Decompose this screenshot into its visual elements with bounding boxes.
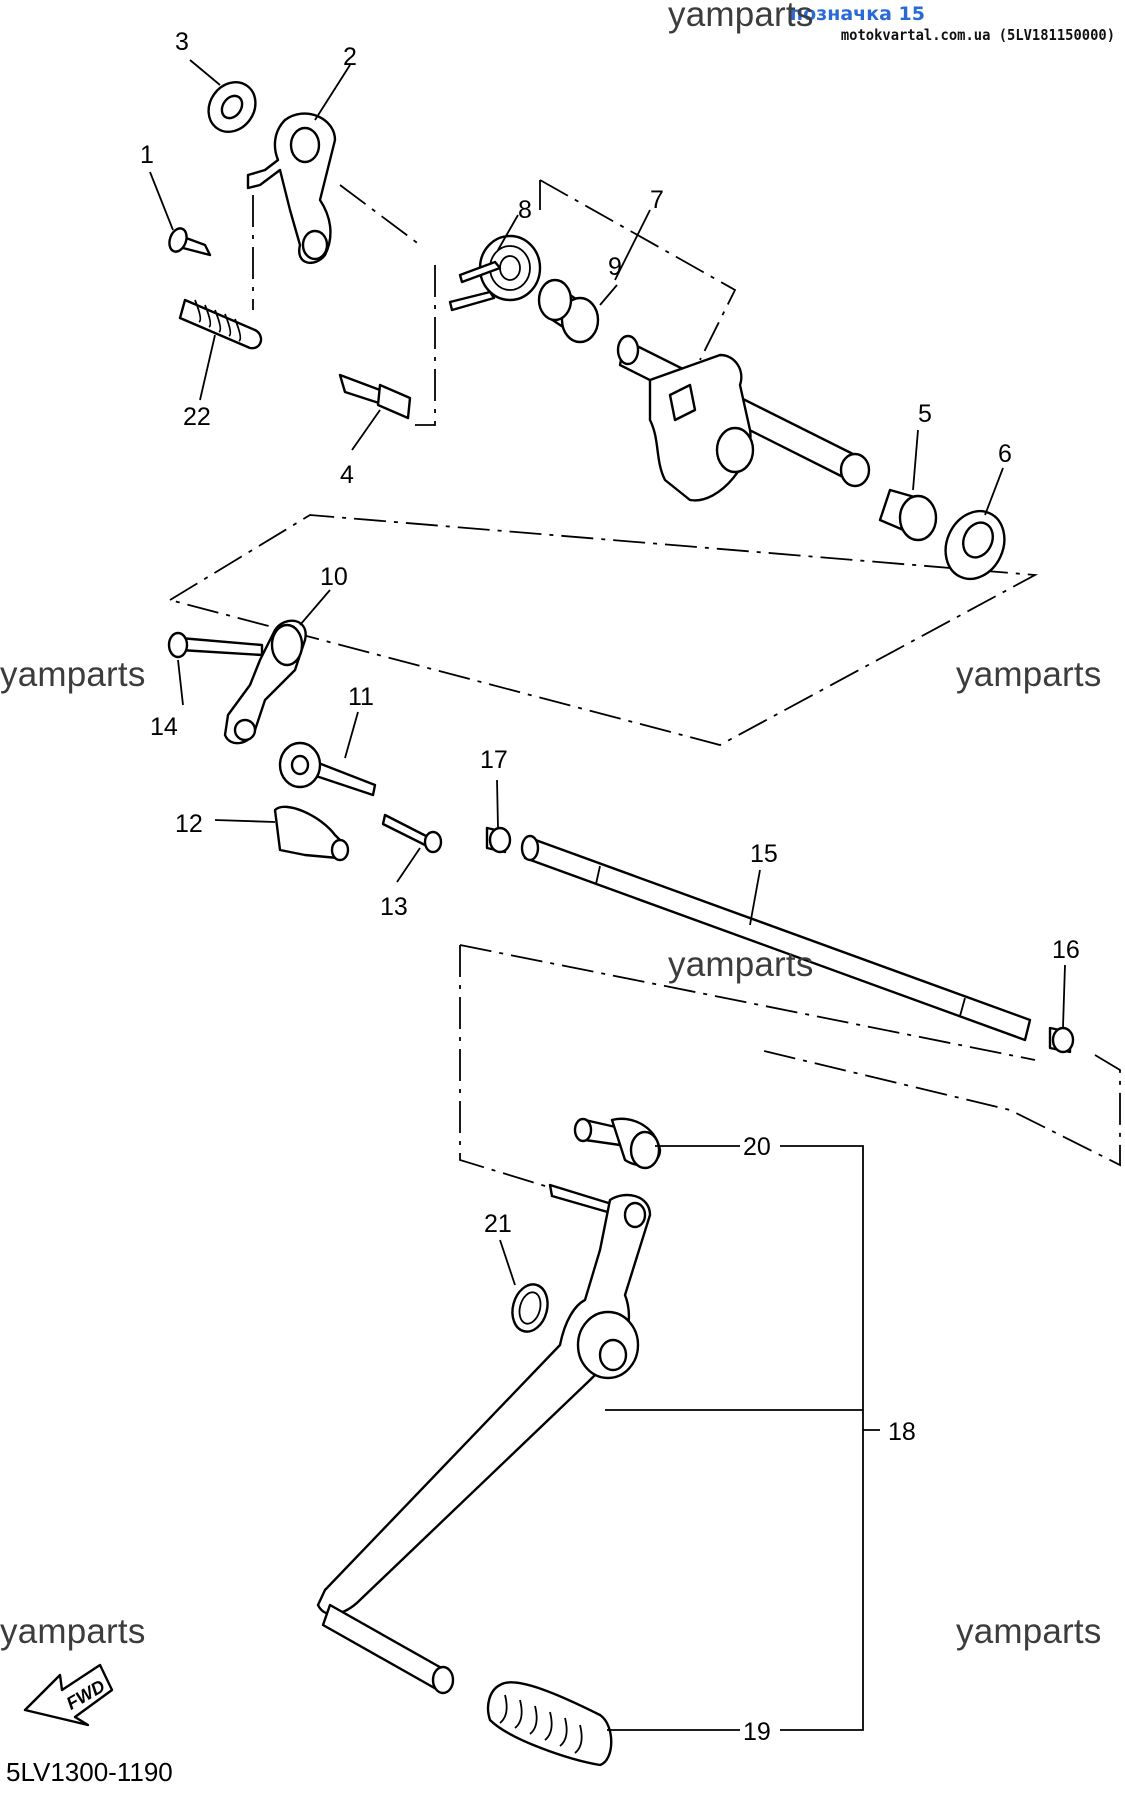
watermark: yamparts — [956, 655, 1102, 694]
callout-17: 17 — [480, 746, 508, 774]
leader-lines — [149, 59, 1066, 1731]
part-12-cover — [273, 805, 350, 862]
callout-7: 7 — [650, 186, 664, 214]
part-2-stopper-lever — [246, 112, 337, 265]
part-22-spring — [178, 298, 263, 350]
callout-8: 8 — [518, 196, 532, 224]
callout-16: 16 — [1052, 936, 1080, 964]
callout-14: 14 — [150, 713, 178, 741]
header-source: motokvartal.com.ua (5LV181150000) — [840, 26, 1115, 44]
part-13-bolt — [381, 813, 443, 854]
part-15-shift-rod — [520, 834, 1032, 1042]
group-outline-lower-arm — [169, 514, 1039, 746]
watermark: yamparts — [0, 655, 146, 694]
part-1-bolt — [168, 227, 212, 257]
part-7-shift-shaft — [616, 334, 871, 502]
callout-4: 4 — [340, 461, 354, 489]
diagram-code: 5LV1300-1190 — [6, 1757, 173, 1787]
part-4-stud-bolt — [338, 373, 412, 420]
watermark: yamparts — [0, 1612, 146, 1651]
header-label: позначка 15 — [790, 3, 925, 25]
callout-21: 21 — [484, 1210, 512, 1238]
callout-18: 18 — [888, 1418, 916, 1446]
watermark: yamparts — [668, 0, 814, 34]
part-6-oil-seal — [944, 509, 1006, 581]
callout-12: 12 — [175, 810, 203, 838]
part-18-shift-pedal — [316, 1183, 652, 1695]
callout-2: 2 — [343, 43, 357, 71]
callout-15: 15 — [750, 840, 778, 868]
callout-11: 11 — [348, 683, 374, 711]
callout-6: 6 — [998, 440, 1012, 468]
part-3-washer — [207, 81, 257, 133]
callout-20: 20 — [743, 1133, 771, 1161]
part-8-torsion-spring — [448, 234, 542, 312]
callout-22: 22 — [183, 403, 211, 431]
callout-13: 13 — [380, 893, 408, 921]
part-20-pivot-bolt — [573, 1117, 662, 1170]
guide-4-to-8 — [415, 265, 436, 426]
part-14-bolt — [167, 631, 264, 659]
group-outline-pedal-right — [759, 1049, 1121, 1167]
callout-1: 1 — [140, 141, 154, 169]
group-outline-pedal-top — [459, 944, 1036, 1061]
part-9-collar — [537, 278, 600, 344]
callout-9: 9 — [608, 253, 622, 281]
callout-19: 19 — [743, 1718, 771, 1746]
group-outline-pedal — [459, 945, 641, 1216]
part-21-circlip — [511, 1283, 549, 1333]
part-19-pedal-rubber — [486, 1681, 613, 1767]
part-17-nut — [485, 826, 512, 854]
watermark: yamparts — [956, 1612, 1102, 1651]
fwd-arrow-icon: FWD — [23, 1663, 114, 1727]
callout-10: 10 — [320, 563, 348, 591]
callout-3: 3 — [175, 28, 189, 56]
part-5-collar — [878, 488, 938, 542]
part-16-nut — [1048, 1026, 1075, 1054]
part-11-joint — [278, 741, 377, 797]
part-10-shift-arm — [223, 619, 307, 745]
guide-2-to-8 — [339, 184, 421, 246]
callout-numbers: 3 2 1 7 8 9 22 4 5 6 10 14 11 12 13 17 1… — [140, 28, 1080, 1746]
watermark: yamparts — [668, 945, 814, 984]
group-outline-shift-shaft — [539, 179, 737, 361]
callout-5: 5 — [918, 400, 932, 428]
